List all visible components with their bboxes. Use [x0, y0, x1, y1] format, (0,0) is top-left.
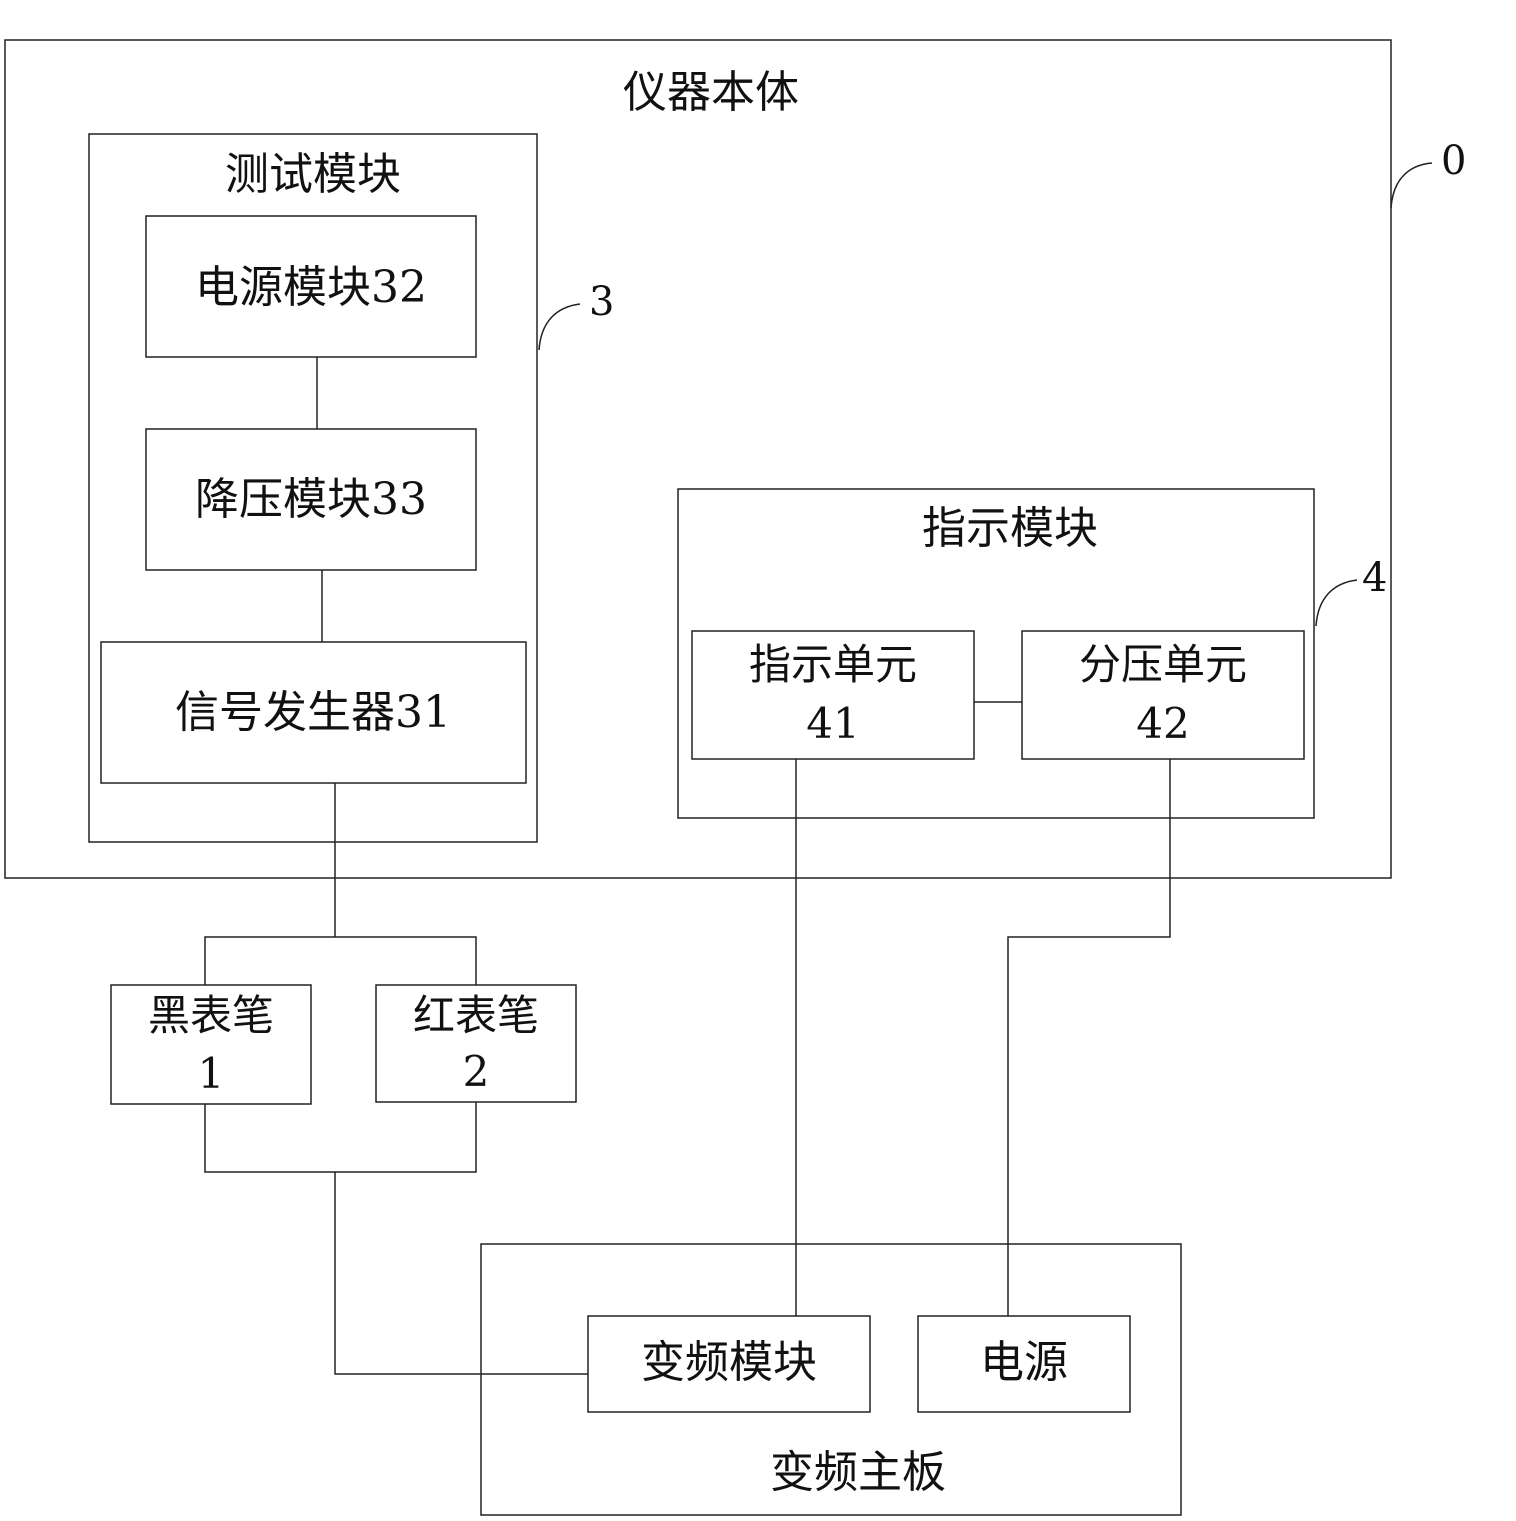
divider-unit-number: 42	[1136, 699, 1189, 748]
wire-probe-bottom-bus	[204, 1102, 477, 1173]
divider-unit-name: 分压单元	[1079, 640, 1247, 689]
step-down-module-box	[145, 428, 477, 571]
indicator-module-ref-leader	[1315, 579, 1358, 627]
vf-module-label: 变频模块	[641, 1337, 817, 1388]
black-probe-box	[110, 984, 312, 1105]
indicator-module-title: 指示模块	[922, 503, 1098, 554]
divider-unit-box	[1021, 630, 1305, 760]
power-module-box	[145, 215, 477, 358]
red-probe-number: 2	[463, 1047, 490, 1096]
vf-power-label: 电源	[980, 1337, 1068, 1388]
step-down-module-label: 降压模块33	[195, 474, 427, 525]
instrument-body-title: 仪器本体	[623, 67, 799, 118]
test-module-ref: 3	[589, 279, 614, 325]
test-module-ref-leader	[538, 303, 581, 351]
vf-board-title: 变频主板	[770, 1447, 946, 1498]
indicator-unit-name: 指示单元	[749, 640, 917, 689]
red-probe-name: 红表笔	[413, 991, 539, 1040]
instrument-body-ref-leader	[1390, 162, 1433, 209]
signal-generator-box	[100, 641, 527, 784]
signal-generator-label: 信号发生器31	[175, 687, 451, 738]
indicator-unit-number: 41	[806, 699, 859, 748]
power-module-label: 电源模块32	[195, 262, 427, 313]
vf-power-box	[917, 1315, 1131, 1413]
vf-board-box	[480, 1243, 1182, 1516]
instrument-body-box	[4, 39, 1392, 879]
test-module-title: 测试模块	[225, 149, 401, 200]
wire-divider-unit-to-vf-power	[1007, 759, 1171, 1316]
indicator-module-ref: 4	[1362, 555, 1387, 601]
black-probe-number: 1	[198, 1049, 225, 1098]
indicator-unit-box	[691, 630, 975, 760]
test-module-box	[88, 133, 538, 843]
vf-module-box	[587, 1315, 871, 1413]
instrument-body-ref: 0	[1441, 138, 1466, 184]
black-probe-name: 黑表笔	[148, 991, 274, 1040]
wire-probe-top-bus	[204, 936, 477, 985]
indicator-module-box	[677, 488, 1315, 819]
wire-probes-to-vf-module	[334, 1172, 588, 1375]
